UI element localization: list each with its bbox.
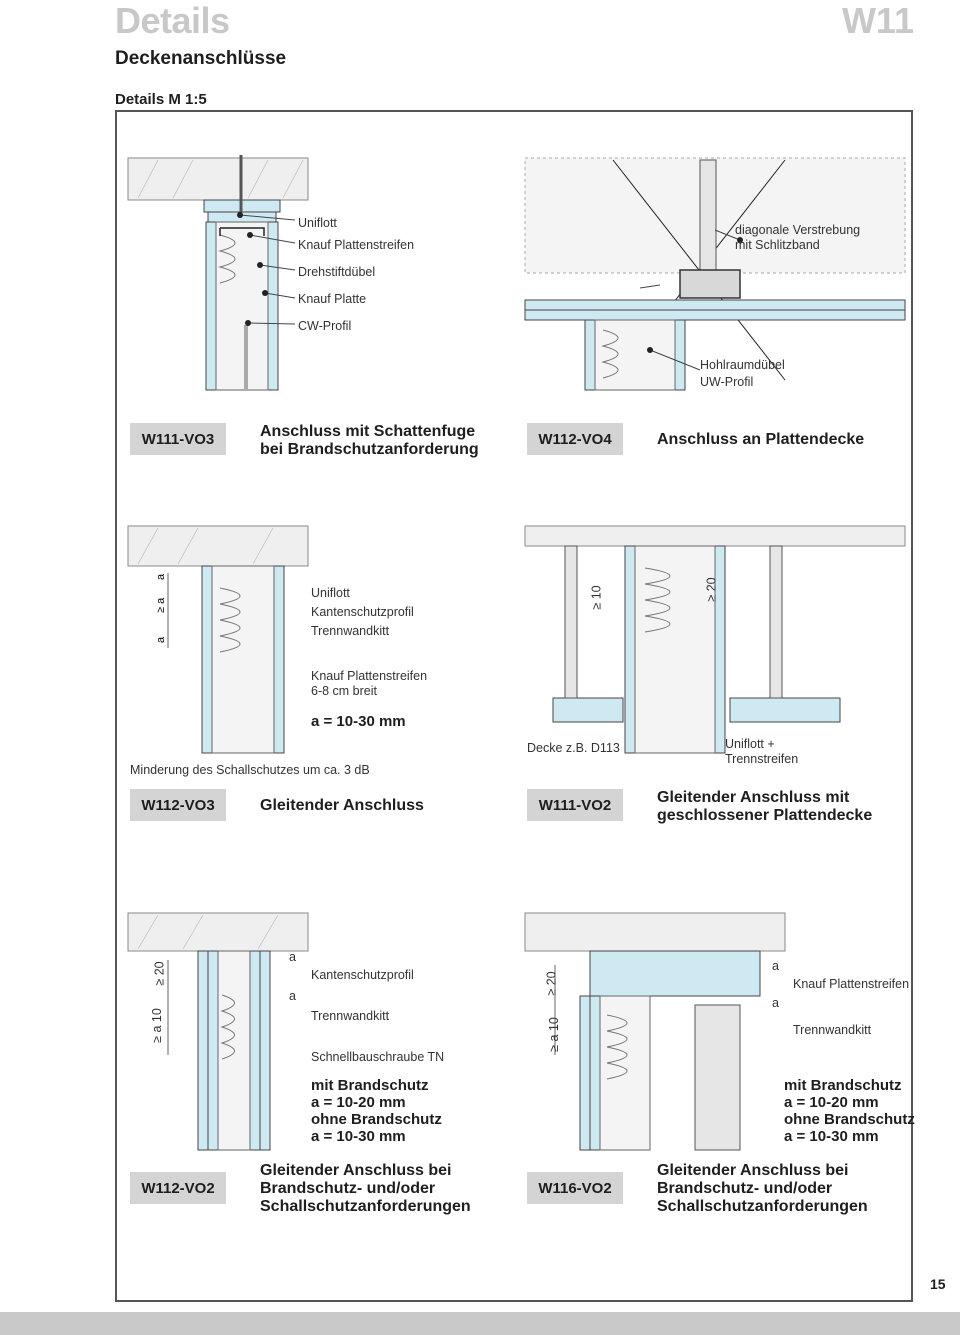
caption-w112-vo4: Anschluss an Plattendecke	[657, 431, 865, 448]
code-w116-vo2: W116-VO2	[527, 1172, 623, 1204]
caption-w112-vo3: Gleitender Anschluss	[260, 797, 424, 814]
code-w112-vo3: W112-VO3	[130, 789, 226, 821]
svg-text:a: a	[155, 636, 167, 643]
code-w112-vo4: W112-VO4	[527, 423, 623, 455]
label-uniflott-trennstreifen: Uniflott +Trennstreifen	[725, 737, 799, 766]
drawing-w111-vo2	[524, 525, 906, 754]
footer-bar	[0, 1312, 960, 1335]
dim-ge-20: ≥ 20	[704, 577, 719, 602]
leaders-w112-vo4	[639, 229, 743, 371]
section-subtitle: Deckenanschlüsse	[115, 48, 287, 69]
dim-note: a = 10-30 mm	[311, 713, 406, 730]
label-schnellbauschraube: Schnellbauschraube TN	[311, 1050, 445, 1064]
dim-ge-a10: ≥ a 10	[149, 1008, 164, 1043]
dim-ge-20-b: ≥ 20	[152, 961, 167, 986]
schallschutz-note: Minderung des Schallschutzes um ca. 3 dB	[130, 763, 370, 777]
drawing-w112-vo3: a ≥ a a	[127, 525, 309, 754]
label-trennwandkitt: Trennwandkitt	[311, 624, 390, 638]
svg-text:a: a	[155, 573, 167, 580]
drawing-w116-vo2	[524, 912, 786, 1151]
label-uniflott-2: Uniflott	[311, 586, 350, 600]
dim-a-1: a	[289, 950, 296, 964]
dim-ge-10: ≥ 10	[589, 585, 604, 610]
code-w111-vo2: W111-VO2	[527, 789, 623, 821]
code-w111-vo3: W111-VO3	[130, 423, 226, 455]
drawing-w112-vo2	[127, 912, 309, 1151]
page-title: Details	[115, 0, 230, 41]
page-number: 15	[930, 1276, 946, 1292]
label-kantenschutzprofil-2: Kantenschutzprofil	[311, 968, 414, 982]
svg-text:≥ a: ≥ a	[155, 597, 167, 613]
drawing-w112-vo4	[524, 157, 906, 391]
dim-a-3: a	[772, 959, 779, 973]
label-decke: Decke z.B. D113	[527, 741, 620, 755]
scale-label: Details M 1:5	[115, 91, 207, 108]
label-cw-profil: CW-Profil	[298, 319, 352, 333]
label-knauf-platte: Knauf Platte	[298, 292, 367, 306]
code-w112-vo2: W112-VO2	[130, 1172, 226, 1204]
label-plattenstreifen-3: Knauf Plattenstreifen	[793, 977, 910, 991]
label-uniflott: Uniflott	[298, 216, 337, 230]
label-kantenschutzprofil: Kantenschutzprofil	[311, 605, 414, 619]
dim-a-4: a	[772, 996, 779, 1010]
label-hohlraumduebel: Hohlraumdübel	[700, 358, 785, 372]
details-frame	[115, 110, 913, 1302]
section-code: W11	[841, 0, 914, 41]
dim-ge-20-c: ≥ 20	[544, 971, 559, 996]
leaders-w111-vo3	[237, 212, 296, 326]
label-plattenstreifen: Knauf Plattenstreifen	[298, 238, 415, 252]
label-trennwandkitt-3: Trennwandkitt	[793, 1023, 872, 1037]
label-uw-profil: UW-Profil	[700, 375, 754, 389]
dim-ge-a10-c: ≥ a 10	[546, 1017, 561, 1052]
label-drehstiftduebel: Drehstiftdübel	[298, 265, 376, 279]
dim-a-2: a	[289, 989, 296, 1003]
label-trennwandkitt-2: Trennwandkitt	[311, 1009, 390, 1023]
